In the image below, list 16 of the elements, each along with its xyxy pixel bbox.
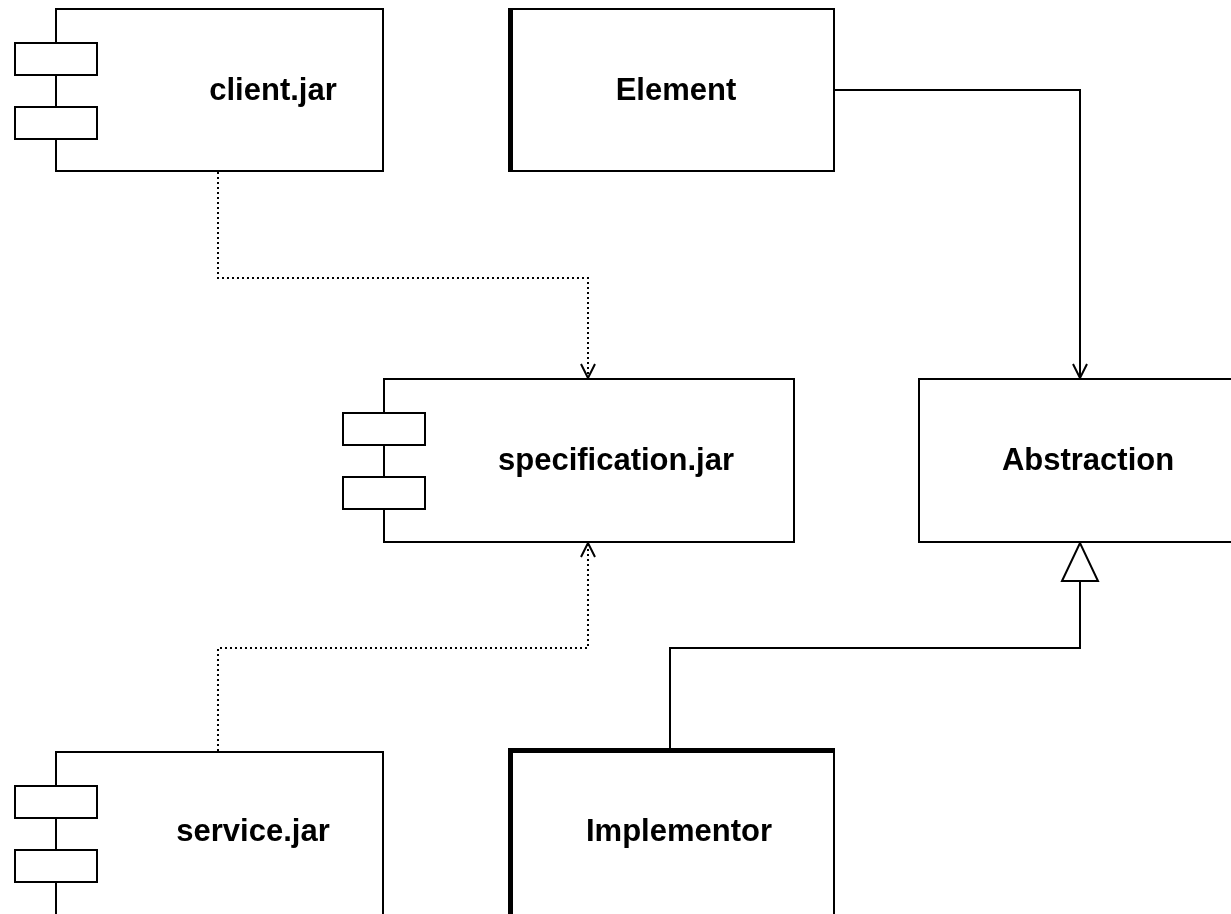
class-box: [508, 8, 835, 172]
component-box: [14, 751, 384, 914]
class-box: [508, 748, 835, 914]
element-name: client.jar: [209, 72, 337, 108]
element-name: Implementor: [586, 813, 772, 849]
class-box: [918, 378, 1231, 543]
element-name: specification.jar: [498, 442, 734, 478]
arrow: [834, 89, 1088, 379]
component-box: [14, 8, 384, 172]
arrow: [669, 542, 1099, 749]
dependency-arrow: [217, 171, 596, 379]
component-box: [342, 378, 795, 543]
dependency-arrow: [217, 542, 596, 752]
element-name: Abstraction: [1001, 442, 1175, 478]
element-name: service.jar: [176, 813, 330, 849]
element-name: Element: [615, 72, 737, 108]
